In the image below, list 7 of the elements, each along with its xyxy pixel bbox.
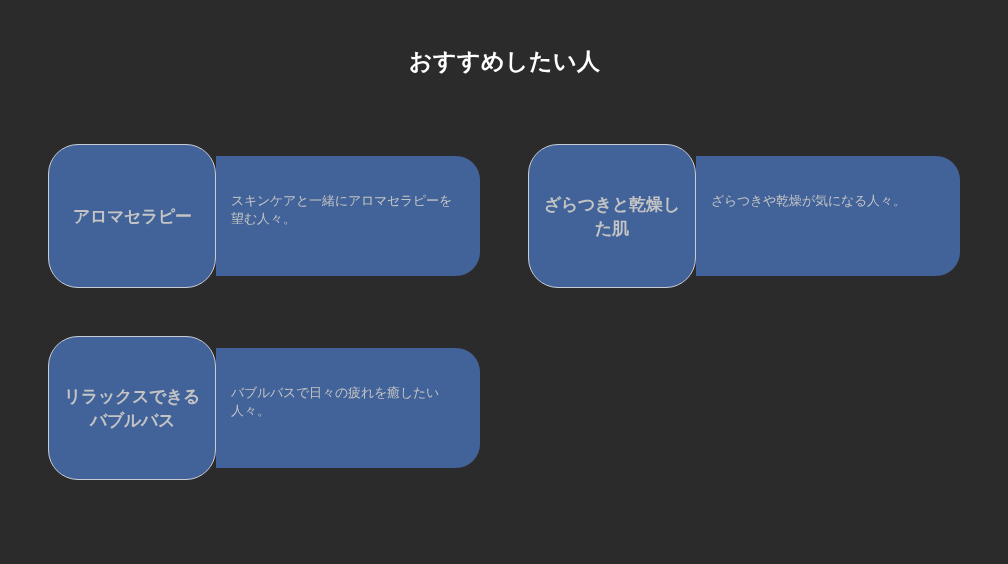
title: おすすめしたい人 xyxy=(407,47,601,76)
heading-box: リラックスできるバブルバス xyxy=(48,336,216,480)
description-box: スキンケアと一緒にアロマセラピーを望む人々。 xyxy=(216,156,480,276)
heading-box: ざらつきと乾燥した肌 xyxy=(528,144,696,288)
description-box: バブルバスで日々の疲れを癒したい人々。 xyxy=(216,348,480,468)
description-box: ざらつきや乾燥が気になる人々。 xyxy=(696,156,960,276)
heading-box: アロマセラピー xyxy=(48,144,216,288)
